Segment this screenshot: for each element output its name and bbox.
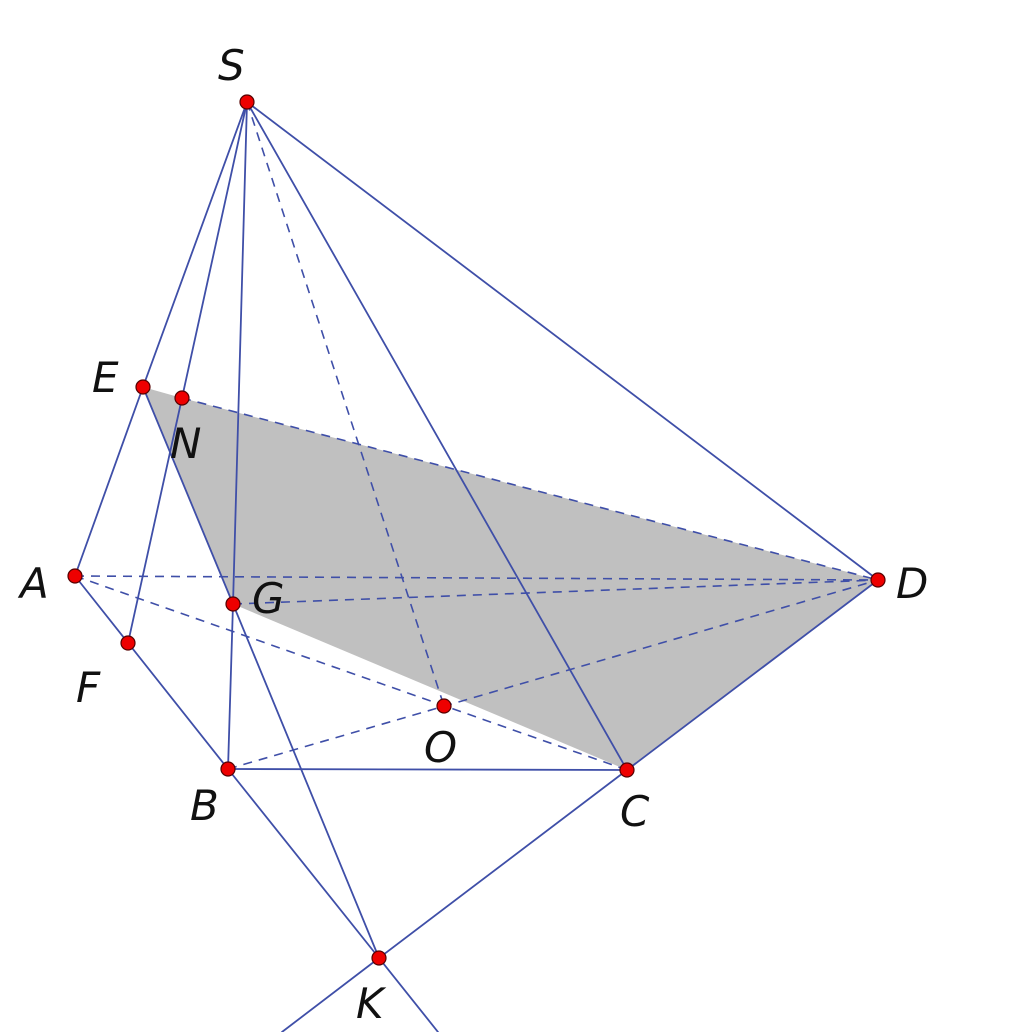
visible-edges	[74, 101, 879, 1032]
edge-SG	[232, 101, 248, 605]
label-F: F	[76, 663, 101, 712]
point-S	[239, 94, 255, 110]
dashed-edge-ND	[181, 397, 879, 581]
label-G: G	[252, 574, 285, 623]
edge-GK	[232, 603, 380, 959]
label-N: N	[170, 419, 201, 468]
dashed-edge-GD	[232, 579, 879, 605]
point-N	[174, 390, 190, 406]
vertices	[67, 94, 886, 966]
hidden-edges	[74, 101, 879, 771]
edge-BC	[227, 768, 628, 771]
point-A	[67, 568, 83, 584]
edge-BK	[227, 768, 380, 959]
label-S: S	[218, 41, 245, 90]
label-K: K	[356, 979, 387, 1028]
edge-SN	[181, 101, 248, 399]
label-D: D	[896, 559, 928, 608]
dashed-edge-SO	[246, 101, 445, 707]
point-K	[371, 950, 387, 966]
edge-NF	[127, 397, 183, 644]
edge-SE	[142, 101, 248, 388]
label-A: A	[17, 559, 49, 608]
edge-CD	[626, 579, 879, 771]
point-G	[225, 596, 241, 612]
label-C: C	[620, 787, 650, 836]
edge-EA	[74, 386, 144, 577]
label-E: E	[92, 353, 119, 402]
vertex-labels: S E N A G F O B C D K	[17, 41, 928, 1028]
edge-EG	[142, 386, 234, 605]
point-E	[135, 379, 151, 395]
point-D	[870, 572, 886, 588]
edge-SC	[246, 101, 628, 771]
point-F	[120, 635, 136, 651]
point-B	[220, 761, 236, 777]
edge-SD	[246, 101, 879, 581]
edge-GB	[227, 603, 234, 770]
dashed-edge-BD	[227, 579, 879, 770]
point-C	[619, 762, 635, 778]
dashed-edge-AC	[74, 575, 628, 771]
extension-line-2	[378, 957, 439, 1032]
point-O	[436, 698, 452, 714]
edge-CK	[378, 769, 628, 959]
label-O: O	[424, 723, 457, 772]
dashed-edge-AD	[74, 575, 879, 581]
label-B: B	[190, 781, 219, 830]
extension-line-1	[281, 957, 380, 1032]
edge-AB	[74, 575, 229, 770]
